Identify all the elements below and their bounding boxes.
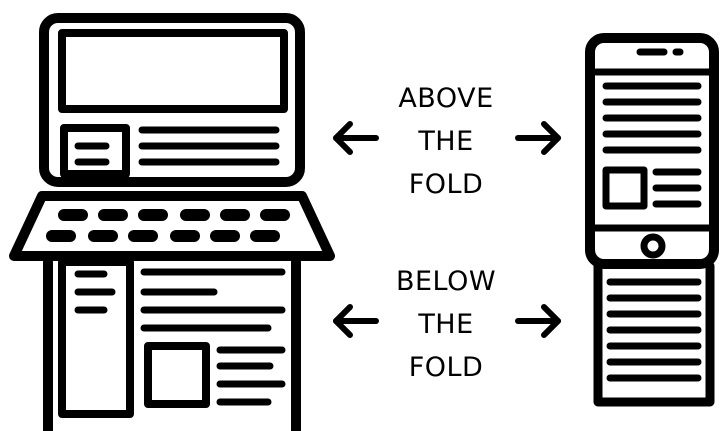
- label-line: THE: [417, 126, 473, 157]
- laptop-sidebar-box: [60, 124, 130, 178]
- label-line: THE: [417, 309, 473, 340]
- laptop-keys: [46, 209, 290, 242]
- laptop-icon: [9, 13, 335, 431]
- arrow-right-icon: [515, 304, 561, 338]
- laptop-below-sidebar: [58, 258, 134, 418]
- label-line: FOLD: [409, 169, 484, 200]
- laptop-below-fold-page: [43, 257, 301, 431]
- laptop-keyboard-deck: [9, 191, 335, 261]
- phone-text-lines: [606, 278, 702, 382]
- phone-home-button-icon: [640, 233, 666, 259]
- smartphone-icon: [585, 33, 719, 407]
- phone-body: [585, 33, 719, 269]
- arrow-right-icon: [515, 121, 561, 155]
- phone-text-lines: [602, 82, 702, 154]
- phone-below-fold-page: [593, 261, 715, 407]
- label-line: ABOVE: [398, 83, 493, 114]
- label-line: FOLD: [409, 352, 484, 383]
- arrow-left-icon: [333, 121, 379, 155]
- above-the-fold-label: ABOVE THE FOLD: [398, 83, 493, 200]
- phone-image-box: [602, 166, 648, 210]
- label-line: BELOW: [396, 266, 496, 297]
- arrow-left-icon: [333, 304, 379, 338]
- laptop-screen-bezel: [39, 13, 305, 187]
- below-the-fold-label: BELOW THE FOLD: [396, 266, 496, 383]
- laptop-image-box: [144, 342, 210, 408]
- laptop-hero-block: [58, 29, 288, 113]
